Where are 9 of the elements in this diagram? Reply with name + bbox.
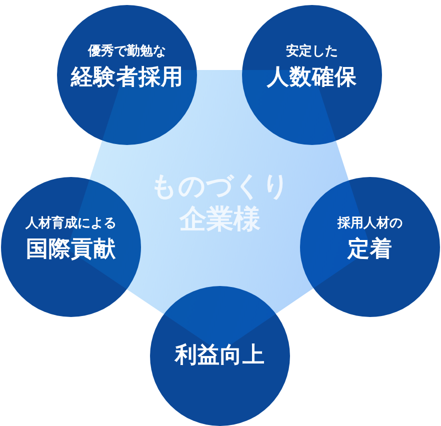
circle-title: 国際貢献 bbox=[26, 236, 116, 264]
circle-title: 利益向上 bbox=[175, 342, 265, 370]
circle-subtitle: 採用人材の bbox=[338, 216, 402, 232]
circle-title: 経験者採用 bbox=[70, 64, 184, 92]
circle-title: 人数確保 bbox=[267, 64, 357, 92]
circle-subtitle: 安定した bbox=[286, 44, 338, 60]
circle-title: 定着 bbox=[348, 236, 392, 264]
circle-subtitle: 優秀で勤勉な bbox=[88, 44, 166, 60]
circle-subtitle: 人材育成による bbox=[26, 216, 116, 232]
